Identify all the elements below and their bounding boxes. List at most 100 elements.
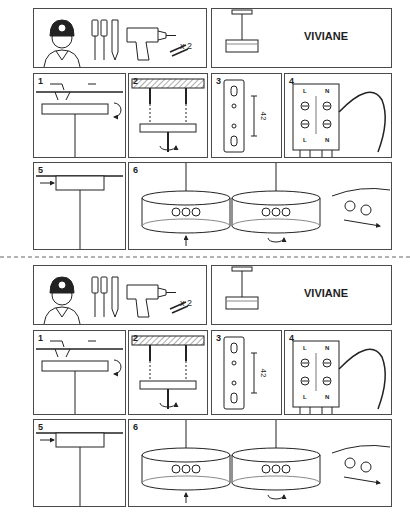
- screwdriver-shaft: [95, 36, 96, 60]
- bulb: [192, 208, 200, 216]
- worker-helmet: [50, 277, 74, 293]
- terminal-label: N: [325, 88, 329, 94]
- product-name: VIVIANE: [304, 31, 348, 42]
- worker-body: [44, 307, 80, 324]
- hole: [232, 381, 236, 385]
- lamp-shade: [226, 40, 258, 52]
- terminal-screw: [323, 359, 331, 367]
- lamp-rod: [80, 447, 81, 506]
- screwdriver-handle: [92, 277, 98, 293]
- lamp-canopy: [56, 176, 104, 190]
- screwdriver-shaft: [104, 36, 105, 60]
- terminal-label: N: [325, 394, 329, 400]
- lamp-canopy: [56, 433, 104, 447]
- hole: [232, 361, 236, 365]
- drum-rim: [232, 219, 320, 226]
- step-panel: 1: [33, 73, 126, 158]
- slot: [231, 86, 237, 96]
- screw-slot: [324, 106, 330, 107]
- drill-body: [127, 285, 158, 317]
- mounting-plate: [140, 124, 196, 132]
- lamp-canopy: [232, 267, 252, 271]
- step-panel: 1: [33, 330, 126, 415]
- screwdriver-handle: [92, 20, 98, 36]
- drill-bit: [166, 292, 176, 293]
- screwdriver: [167, 389, 169, 409]
- bulb: [262, 465, 270, 473]
- screw-slot: [302, 124, 308, 125]
- drum-shade: [142, 455, 230, 490]
- shade-detail: [332, 445, 390, 453]
- detail-arrow: [344, 220, 380, 226]
- screw-slot: [302, 363, 308, 364]
- dimension-label: 42: [259, 112, 267, 121]
- slot: [231, 343, 237, 353]
- push-arrow: [40, 183, 54, 184]
- drill-body: [127, 28, 158, 60]
- screwdriver-shaft: [95, 293, 96, 317]
- bulb: [172, 465, 180, 473]
- step-number: 6: [133, 423, 138, 432]
- terminal-label: N: [325, 345, 329, 351]
- terminal-screw: [301, 120, 309, 128]
- drum-shade: [142, 198, 230, 233]
- pencil: [112, 277, 118, 317]
- step-panel: 4LNLN: [284, 330, 392, 415]
- step-number: 4: [289, 77, 294, 86]
- product-panel: VIVIANE: [211, 265, 392, 325]
- terminal-screw: [323, 120, 331, 128]
- step-panel: 342: [211, 330, 282, 415]
- ceiling: [36, 348, 123, 350]
- hole: [232, 104, 236, 108]
- detail-arrow: [344, 477, 380, 483]
- lamp-wires: [300, 150, 332, 157]
- ceiling-plate: [42, 361, 108, 371]
- worker-body: [44, 50, 80, 67]
- step-panel: 6: [128, 419, 392, 507]
- lamp-shade: [226, 297, 258, 309]
- worker-collar: [56, 308, 68, 317]
- ceiling-hatch: [132, 336, 204, 345]
- shade-line: [226, 301, 258, 302]
- drill-axis: [150, 104, 151, 122]
- supply-wire: [339, 92, 385, 152]
- slot: [231, 393, 237, 403]
- step-panel: 4LNLN: [284, 73, 392, 158]
- step-number: 5: [38, 423, 43, 432]
- drum-rim: [142, 476, 230, 483]
- bulb: [282, 208, 290, 216]
- mounting-plate: [140, 381, 196, 389]
- terminal-divider: [316, 96, 317, 134]
- dimension-ticks: [251, 353, 257, 393]
- drum-top: [142, 448, 230, 462]
- drill-chuck: [158, 288, 166, 297]
- bulb: [182, 208, 190, 216]
- bulb: [361, 205, 371, 215]
- lamp-wires: [300, 407, 332, 414]
- bulb: [345, 458, 355, 468]
- step-number: 3: [216, 334, 221, 343]
- rotate-arrow: [160, 403, 176, 407]
- bulb: [361, 462, 371, 472]
- screwdriver-shaft: [104, 293, 105, 317]
- tools-panel: x 2: [33, 265, 207, 325]
- lift-arrow: [186, 236, 187, 246]
- step-panel: 2: [128, 330, 208, 415]
- wall-anchor: [149, 345, 151, 361]
- tools-panel: x 2: [33, 8, 207, 68]
- bulb: [272, 465, 280, 473]
- dimension-line: [254, 353, 255, 393]
- helmet-emblem: [59, 25, 65, 31]
- screw-slot: [302, 106, 308, 107]
- drill-bit: [166, 35, 176, 36]
- screw-slot: [302, 381, 308, 382]
- worker-collar: [56, 51, 68, 60]
- drum-rim: [232, 476, 320, 483]
- drum-top: [232, 191, 320, 205]
- bulb: [282, 465, 290, 473]
- drum-top: [142, 191, 230, 205]
- product-name: VIVIANE: [304, 288, 348, 299]
- bulb: [345, 201, 355, 211]
- hands-wires: [50, 341, 96, 357]
